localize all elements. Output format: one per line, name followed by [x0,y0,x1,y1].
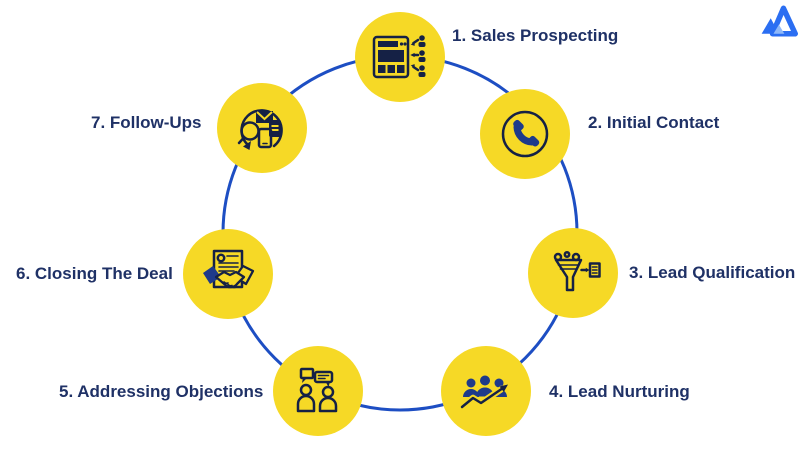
step-6-label: 6. Closing The Deal [16,264,173,283]
brand-logo-icon [761,5,798,37]
step-7-label: 7. Follow-Ups [91,113,202,132]
funnel-document-icon [553,251,601,292]
conversation-bubbles-icon [296,367,338,413]
step-5-label: 5. Addressing Objections [59,382,264,401]
people-growth-arrow-icon [459,375,508,410]
step-3-label: 3. Lead Qualification [629,263,796,282]
prospecting-window-leads-icon [372,35,426,79]
step-3-node [528,228,618,318]
step-4-label: 4. Lead Nurturing [549,382,690,401]
step-5-node [273,346,363,436]
step-2-label: 2. Initial Contact [588,113,720,132]
step-6-node [183,229,273,319]
followup-channels-icon [237,109,283,150]
step-2-node [480,89,570,179]
phone-icon [501,110,549,158]
step-4-node [441,346,531,436]
step-1-node [355,12,445,102]
step-7-node [217,83,307,173]
handshake-contract-icon [203,249,255,289]
step-1-label: 1. Sales Prospecting [452,26,619,45]
